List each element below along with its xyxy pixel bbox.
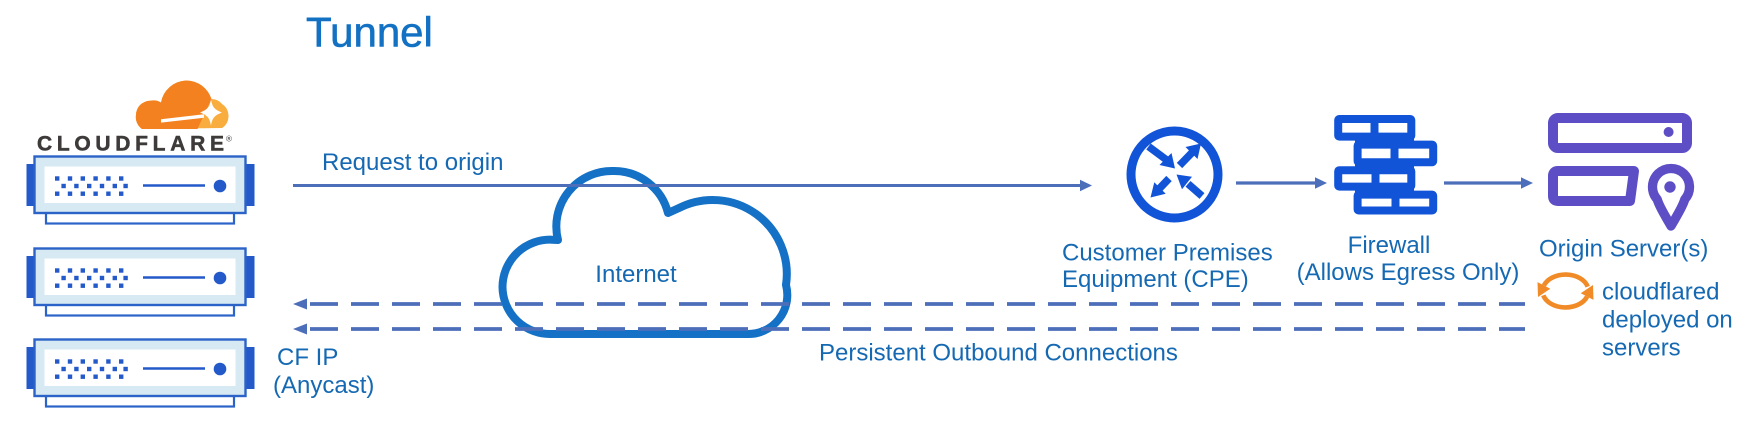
svg-text:cloudflared: cloudflared (1602, 279, 1719, 306)
svg-text:Firewall: Firewall (1348, 232, 1431, 259)
svg-text:Tunnel: Tunnel (306, 8, 433, 55)
svg-text:deployed on: deployed on (1602, 307, 1733, 334)
svg-text:®: ® (226, 135, 232, 144)
svg-text:servers: servers (1602, 335, 1681, 362)
svg-text:Internet: Internet (595, 261, 677, 288)
svg-text:(Allows Egress Only): (Allows Egress Only) (1297, 259, 1520, 286)
svg-text:Origin Server(s): Origin Server(s) (1539, 236, 1708, 263)
svg-text:Request to origin: Request to origin (322, 149, 503, 176)
svg-text:CLOUDFLARE: CLOUDFLARE (37, 133, 229, 156)
svg-text:CF IP: CF IP (277, 344, 338, 371)
svg-text:Customer Premises: Customer Premises (1062, 240, 1273, 267)
svg-text:Equipment (CPE): Equipment (CPE) (1062, 266, 1249, 293)
svg-text:(Anycast): (Anycast) (273, 372, 374, 399)
svg-text:Persistent Outbound Connection: Persistent Outbound Connections (819, 340, 1178, 367)
